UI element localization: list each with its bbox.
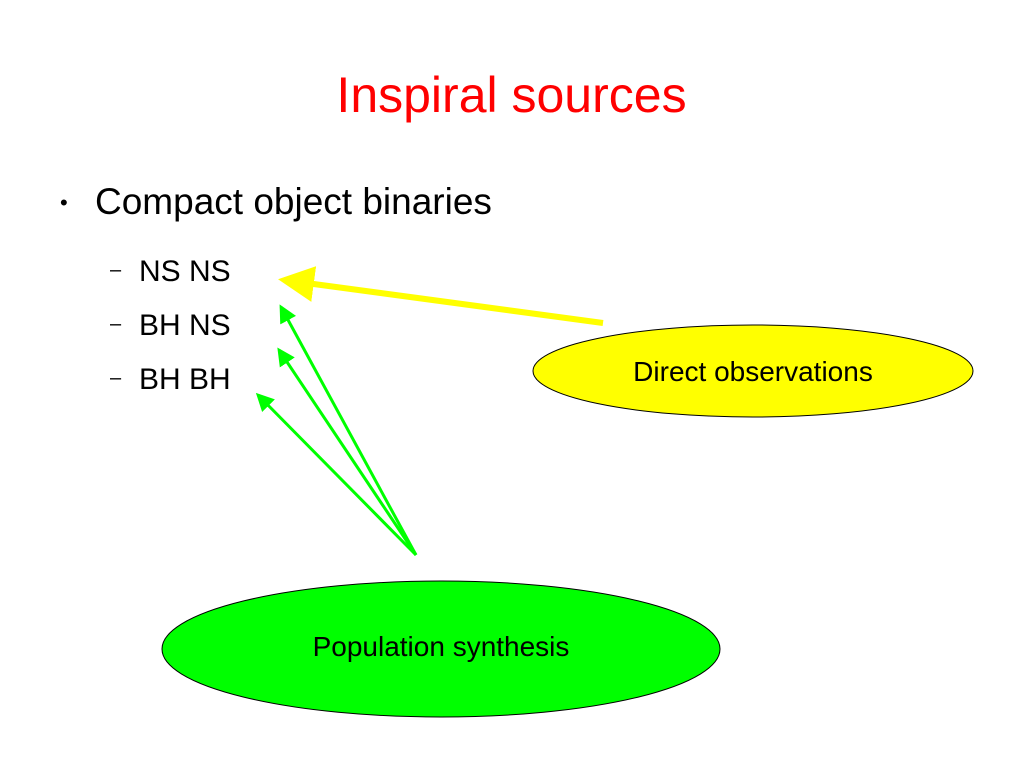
- bullet-compact-object-binaries: • Compact object binaries: [60, 178, 492, 227]
- sub-marker: –: [110, 313, 122, 335]
- arrow-pop-to-bh-ns: [279, 304, 418, 556]
- arrow-pop-to-bh-bh: [255, 392, 418, 557]
- sub-marker: –: [110, 259, 122, 281]
- sub-item-bh-bh: –BH BH: [110, 352, 231, 406]
- bullet-text: Compact object binaries: [95, 181, 492, 222]
- sub-item-bh-ns: –BH NS: [110, 298, 231, 352]
- sub-item-text: BH NS: [139, 309, 231, 342]
- sub-item-text: NS NS: [139, 255, 231, 288]
- direct-observations-ellipse: [532, 324, 974, 418]
- arrow-direct-to-ns-ns: [278, 266, 604, 326]
- sub-item-ns-ns: –NS NS: [110, 244, 231, 298]
- sub-bullet-list: –NS NS –BH NS –BH BH: [110, 244, 231, 406]
- population-synthesis-label: Population synthesis: [312, 631, 570, 662]
- slide-title: Inspiral sources: [336, 67, 687, 123]
- sub-marker: –: [110, 367, 122, 389]
- sub-item-text: BH BH: [139, 363, 231, 396]
- population-synthesis-ellipse: [161, 580, 721, 718]
- arrow-pop-to-bh-bh-upper: [277, 347, 418, 556]
- direct-observations-label: Direct observations: [633, 356, 873, 387]
- bullet-marker: •: [60, 190, 68, 215]
